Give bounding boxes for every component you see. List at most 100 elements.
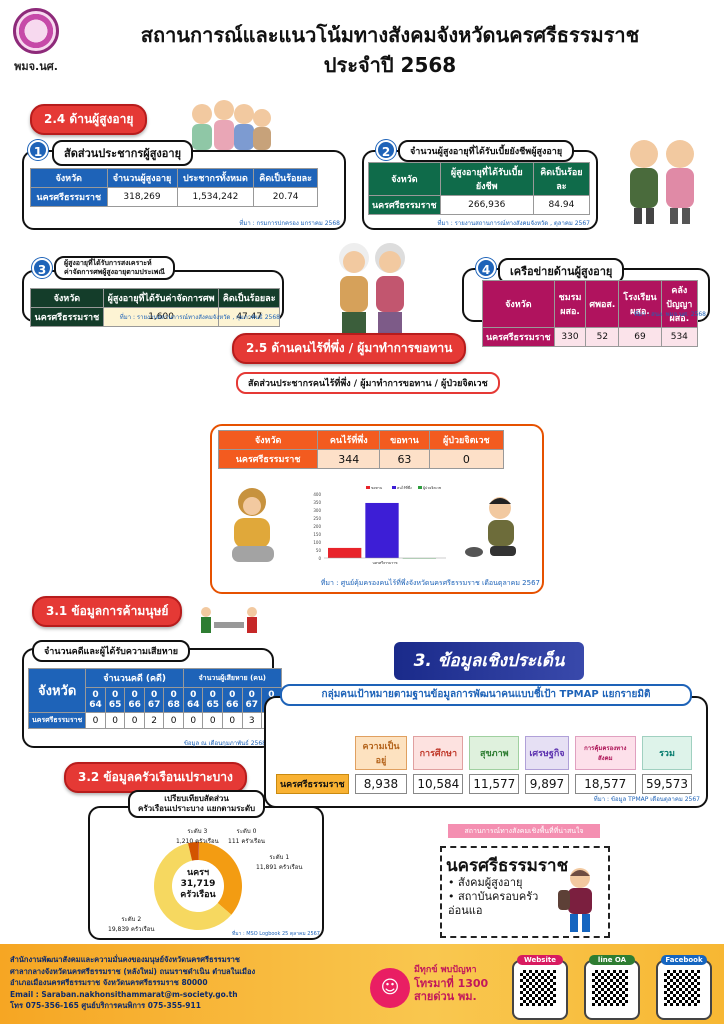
box2-number: 2 [376, 140, 396, 160]
legend-swatch [392, 486, 396, 489]
table-cell: 0 [163, 712, 184, 729]
table-cell: 3 [241, 712, 263, 729]
table-cell: 344 [317, 449, 381, 469]
elderly-allowance-table: จังหวัด ผู้สูงอายุที่ได้รับเบี้ยยังชีพ ค… [368, 162, 591, 215]
table-cell: 1,534,242 [176, 187, 255, 207]
trafficking-source: ข้อมูล ณ เดือนกุมภาพันธ์ 2568 [183, 740, 266, 747]
box3-caption: ผู้สูงอายุที่ได้รับการสงเคราะห์ ค่าจัดกา… [54, 256, 175, 280]
website-qr[interactable]: Website [512, 955, 568, 1020]
homeless-table: จังหวัด คนไร้ที่พึ่ง ขอทาน ผู้ป่วยจิตเวช… [217, 430, 505, 469]
table-header: จังหวัด [482, 280, 555, 328]
elderly-walking-illustration [339, 243, 405, 336]
section-elderly-label: 2.4 ด้านผู้สูงอายุ [30, 104, 148, 135]
elderly-funeral-table: จังหวัด ผู้สูงอายุที่ได้รับค่าจัดการศพ ค… [30, 288, 280, 327]
table-cell: นครศรีธรรมราช [27, 712, 87, 729]
y-tick-label: 250 [313, 516, 321, 521]
table-cell: 18,577 [574, 774, 636, 794]
table-cell: นครศรีธรรมราช [30, 187, 108, 207]
table-header: ขอทาน [379, 430, 430, 450]
y-tick-label: 350 [313, 500, 321, 505]
hotline-line3: สายด่วน พม. [414, 990, 477, 1003]
box1-caption: สัดส่วนประชากรผู้สูงอายุ [52, 140, 194, 166]
focus-box [440, 846, 610, 938]
box1-number: 1 [28, 140, 48, 160]
box4-number: 4 [476, 258, 496, 278]
elderly-couple-illustration [630, 140, 694, 224]
trafficking-caption: จำนวนคดีและผู้ได้รับความเสียหาย [32, 640, 191, 662]
table-cell: 47.47 [218, 307, 280, 327]
vulnerable-caption: เปรียบเทียบสัดส่วน ครัวเรือนเปราะบาง แยก… [128, 790, 266, 818]
vulnerable-caption-line1: เปรียบเทียบสัดส่วน [164, 794, 229, 803]
donut-center: นครฯ 31,719 ครัวเรือน [168, 868, 228, 901]
box3-source: ที่มา : รายงานสถานการณ์ทางสังคมจังหวัด ,… [119, 314, 280, 321]
table-header: รวม [641, 736, 692, 770]
table-header: ผู้สูงอายุที่ได้รับเบี้ยยังชีพ [439, 162, 534, 196]
table-cell: 534 [660, 327, 699, 347]
table-header: ความเป็นอยู่ [354, 736, 408, 770]
hotline-line2: โทรมาที่ 1300 [414, 977, 489, 990]
table-header: จำนวนผู้เสียหาย (คน) [182, 668, 282, 688]
line-qr[interactable]: line OA [584, 955, 640, 1020]
table-cell: 59,573 [641, 774, 692, 794]
focus-banner: สถานการณ์ทางสังคมเชิงพื้นที่ที่น่าสนใจ [448, 824, 600, 838]
table-cell: 69 [618, 327, 662, 347]
label-value: 111 ครัวเรือน [228, 838, 265, 845]
year-header: 0 68 [163, 687, 184, 713]
qr-code-icon [589, 967, 631, 1009]
y-tick-label: 100 [313, 540, 321, 545]
donut-slice-1 [198, 842, 242, 915]
y-tick-label: 50 [316, 548, 322, 553]
label-value: 11,891 ครัวเรือน [256, 864, 303, 871]
title-line2: ประจำปี 2568 [323, 53, 457, 77]
title-line1: สถานการณ์และแนวโน้มทางสังคมจังหวัดนครศรี… [140, 23, 640, 47]
year-header: 0 65 [202, 687, 223, 713]
donut-center-value: 31,719 [180, 879, 216, 889]
table-header: เศรษฐกิจ [525, 736, 569, 770]
box2-caption: จำนวนผู้สูงอายุที่ได้รับเบี้ยยังชีพผู้สู… [398, 140, 575, 162]
facebook-qr[interactable]: Facebook [656, 955, 712, 1020]
donut-center-unit: ครัวเรือน [180, 890, 216, 900]
qr-code-icon [517, 967, 559, 1009]
facebook-qr-label: Facebook [661, 955, 707, 965]
issues-title: 3. ข้อมูลเชิงประเด็น [394, 642, 584, 680]
y-tick-label: 400 [313, 492, 321, 497]
table-cell: 330 [553, 327, 587, 347]
vulnerable-donut-chart [154, 842, 242, 930]
year-header: 0 66 [124, 687, 145, 713]
footer-phone[interactable]: โทร 075-356-165 ศูนย์บริการคนพิการ 075-3… [10, 1001, 201, 1010]
table-cell: 2 [143, 712, 165, 729]
qr-code-icon [661, 967, 703, 1009]
beggar-illustration [465, 497, 516, 557]
seal-icon [13, 8, 59, 54]
backpacker-illustration [558, 868, 592, 932]
trafficking-table: จังหวัด จำนวนคดี (คดี) จำนวนผู้เสียหาย (… [27, 668, 282, 729]
focus-item: • สถาบันครอบครัวอ่อนแอ [448, 890, 539, 917]
table-cell: 84.94 [532, 195, 591, 215]
box3-caption-line1: ผู้สูงอายุที่ได้รับการสงเคราะห์ [64, 259, 152, 267]
table-cell: นครศรีธรรมราช [482, 327, 555, 347]
focus-item: • สังคมผู้สูงอายุ [448, 876, 523, 889]
donut-center-label: นครฯ [186, 868, 210, 878]
table-header: สุขภาพ [469, 736, 520, 770]
table-cell: 0 [428, 449, 505, 469]
footer-contact: สำนักงานพัฒนาสังคมและความมั่นคงของมนุษย์… [10, 954, 370, 1012]
table-cell: นครศรีธรรมราช [368, 195, 441, 215]
table-header: ศพอส. [585, 280, 620, 328]
table-header: ชมรม ผสอ. [553, 280, 587, 328]
donut-slice-3 [187, 842, 198, 861]
footer-email[interactable]: Email : Saraban.nakhonsithammarat@m-soci… [10, 989, 238, 999]
label-level: ระดับ 2 [121, 916, 142, 923]
table-header: คนไร้ที่พึ่ง [317, 430, 381, 450]
table-header: จำนวนคดี (คดี) [85, 668, 184, 688]
section-trafficking-label: 3.1 ข้อมูลการค้ามนุษย์ [32, 596, 183, 627]
table-header: คิดเป็นร้อยละ [218, 288, 280, 308]
tpmap-table: ความเป็นอยู่ การศึกษา สุขภาพ เศรษฐกิจ กา… [270, 732, 698, 798]
year-header: 0 64 [182, 687, 204, 713]
elderly-network-table: จังหวัด ชมรม ผสอ. ศพอส. โรงเรียน ผสอ. คล… [482, 280, 699, 347]
y-tick-label: 0 [318, 556, 321, 561]
homeless-caption: สัดส่วนประชากรคนไร้ที่พึ่ง / ผู้มาทำการข… [236, 372, 500, 394]
table-cell: นครศรีธรรมราช [30, 307, 104, 327]
hotline-line1: มีทุกข์ พบปัญหา [414, 965, 477, 975]
